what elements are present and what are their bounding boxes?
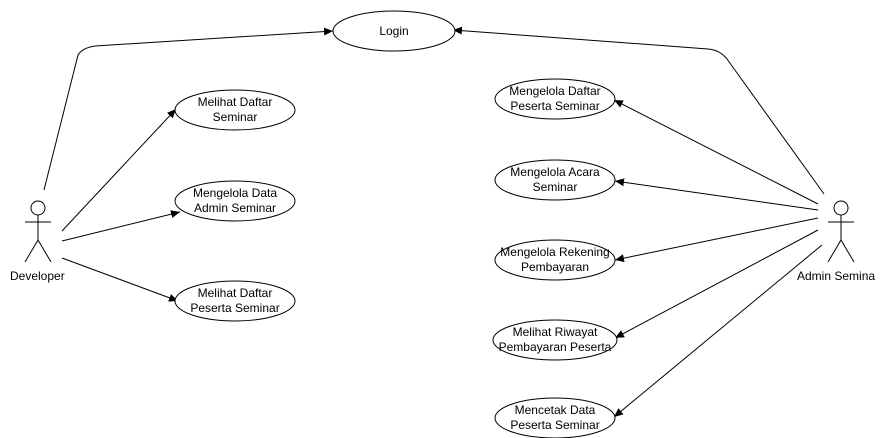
use-case-label: Pembayaran xyxy=(521,260,589,274)
use-case-label: Mengelola Data xyxy=(193,186,277,200)
use-case-mengelola-data-admin: Mengelola Data Admin Seminar xyxy=(174,180,296,222)
use-case-melihat-daftar-seminar: Melihat Daftar Seminar xyxy=(174,89,296,131)
use-case-login: Login xyxy=(332,10,456,52)
use-case-mencetak-data: Mencetak Data Peserta Seminar xyxy=(494,397,616,438)
use-case-melihat-daftar-peserta: Melihat Daftar Peserta Seminar xyxy=(174,280,296,322)
assoc-developer-login xyxy=(43,27,334,191)
use-case-label: Mencetak Data xyxy=(515,403,596,417)
assoc-admin-login xyxy=(452,26,825,195)
use-case-label: Seminar xyxy=(533,180,578,194)
assoc-admin-mencetak-data xyxy=(613,244,823,418)
use-case-label: Login xyxy=(379,24,408,38)
use-case-mengelola-rekening: Mengelola Rekening Pembayaran xyxy=(494,239,616,281)
assoc-admin-mengelola-acara xyxy=(614,178,819,211)
assoc-developer-melihat-daftar-peserta xyxy=(61,257,179,302)
actor-head xyxy=(833,200,849,216)
use-case-label: Melihat Daftar xyxy=(198,286,273,300)
actor-head xyxy=(30,200,46,216)
use-case-label: Mengelola Acara xyxy=(510,165,600,179)
assoc-admin-mengelola-daftar-peserta xyxy=(613,99,819,205)
use-case-label: Mengelola Rekening xyxy=(500,245,609,259)
use-case-mengelola-daftar-peserta: Mengelola Daftar Peserta Seminar xyxy=(494,78,616,120)
assoc-developer-mengelola-data-admin xyxy=(61,210,181,242)
use-case-label: Peserta Seminar xyxy=(510,99,599,113)
actor-admin xyxy=(827,200,855,263)
use-case-label: Mengelola Daftar xyxy=(509,84,600,98)
assoc-developer-melihat-daftar-seminar xyxy=(61,108,177,232)
use-case-label: Peserta Seminar xyxy=(190,301,279,315)
assoc-admin-mengelola-rekening xyxy=(614,217,819,263)
use-case-label: Seminar xyxy=(213,110,258,124)
actor-developer xyxy=(24,200,52,263)
use-case-label: Melihat Riwayat xyxy=(513,325,598,339)
assoc-admin-melihat-riwayat xyxy=(614,229,819,339)
actor-admin-label: Admin Semina xyxy=(797,269,875,283)
use-case-label: Melihat Daftar xyxy=(198,95,273,109)
use-case-label: Admin Seminar xyxy=(194,201,276,215)
use-case-label: Pembayaran Peserta xyxy=(499,340,612,354)
use-case-melihat-riwayat: Melihat Riwayat Pembayaran Peserta xyxy=(492,319,618,361)
actor-developer-label: Developer xyxy=(10,269,65,283)
use-case-mengelola-acara: Mengelola Acara Seminar xyxy=(494,159,616,201)
use-case-label: Peserta Seminar xyxy=(510,418,599,432)
